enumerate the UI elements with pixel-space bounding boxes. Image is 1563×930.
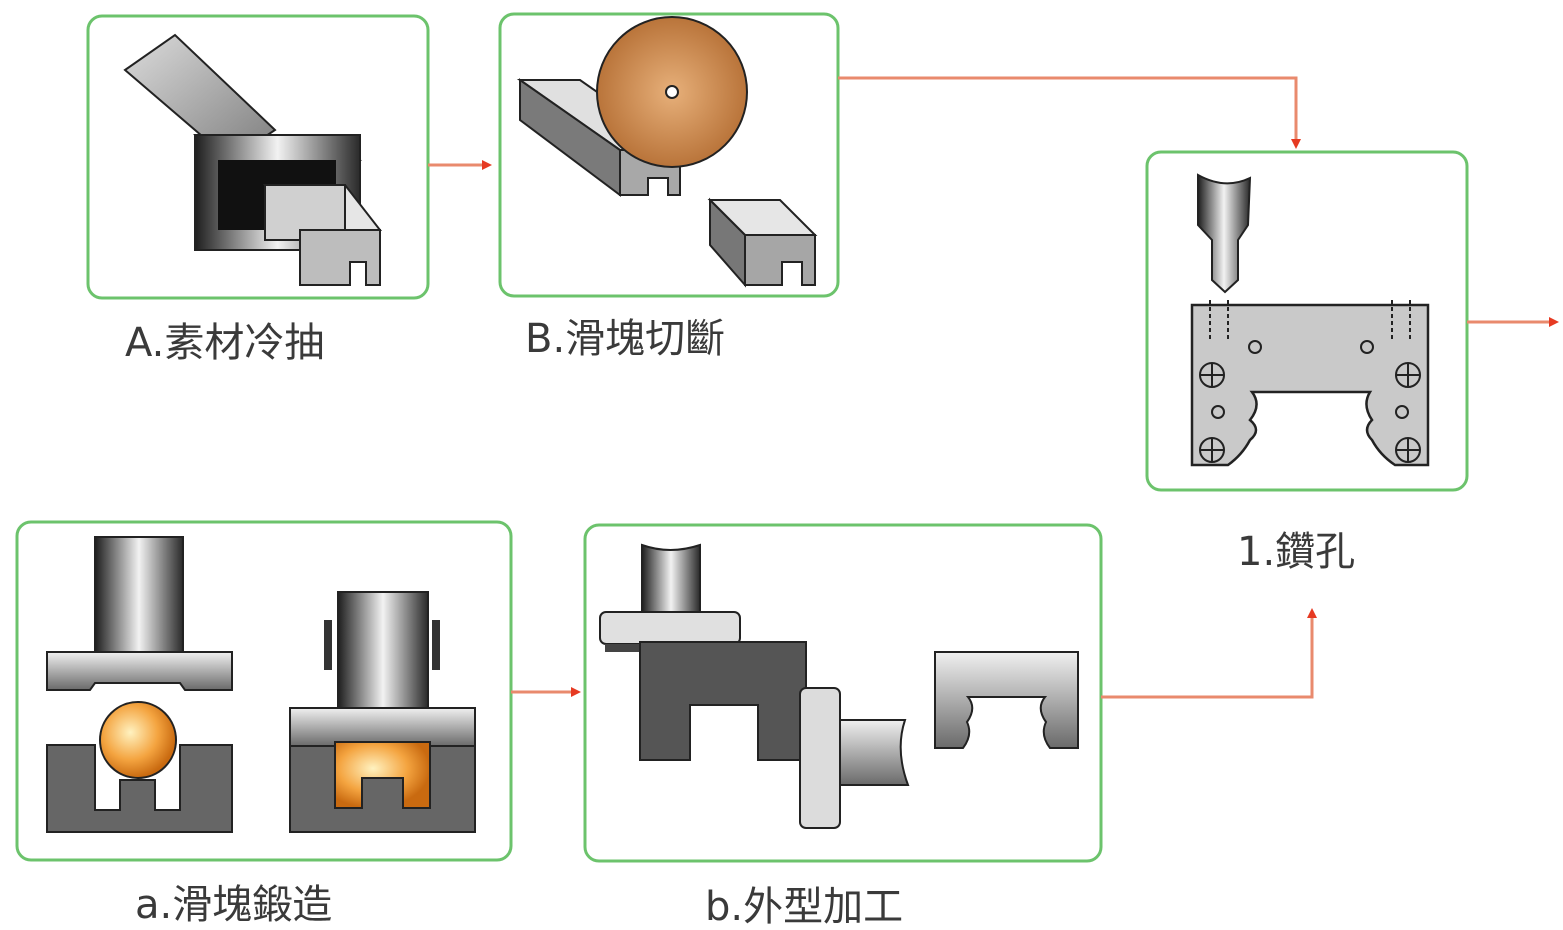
caption-step-A: A.素材冷抽 <box>125 320 324 366</box>
panel-machining <box>583 523 1103 863</box>
machined-workpiece <box>639 641 807 761</box>
lower-die-left <box>46 744 233 833</box>
caption-step-b: b.外型加工 <box>705 884 903 930</box>
side-cutter <box>799 687 841 829</box>
panel-cutting <box>498 12 840 298</box>
panel-drilling <box>1145 150 1469 492</box>
hot-billet <box>99 701 177 779</box>
caption-step-B: B.滑塊切斷 <box>525 316 725 362</box>
flow-arrows <box>428 76 1559 699</box>
arrow-b-to-1 <box>1101 608 1317 699</box>
arrow-B-to-1 <box>838 76 1301 149</box>
drill-bit <box>1197 173 1252 294</box>
upper-die-left <box>46 651 233 691</box>
caption-step-1: 1.鑽孔 <box>1237 529 1355 575</box>
slider-end-view <box>1190 303 1430 467</box>
caption-step-a: a.滑塊鍛造 <box>135 882 332 928</box>
top-cutter <box>599 611 741 645</box>
panel-forging <box>15 520 513 862</box>
drawn-profile <box>299 229 381 286</box>
raw-bar <box>123 33 277 162</box>
upper-die-right <box>289 707 476 747</box>
cut-block <box>744 234 816 286</box>
finished-profile <box>934 651 1079 749</box>
forged-slider <box>334 741 431 809</box>
panel-cold-drawing <box>86 14 430 300</box>
